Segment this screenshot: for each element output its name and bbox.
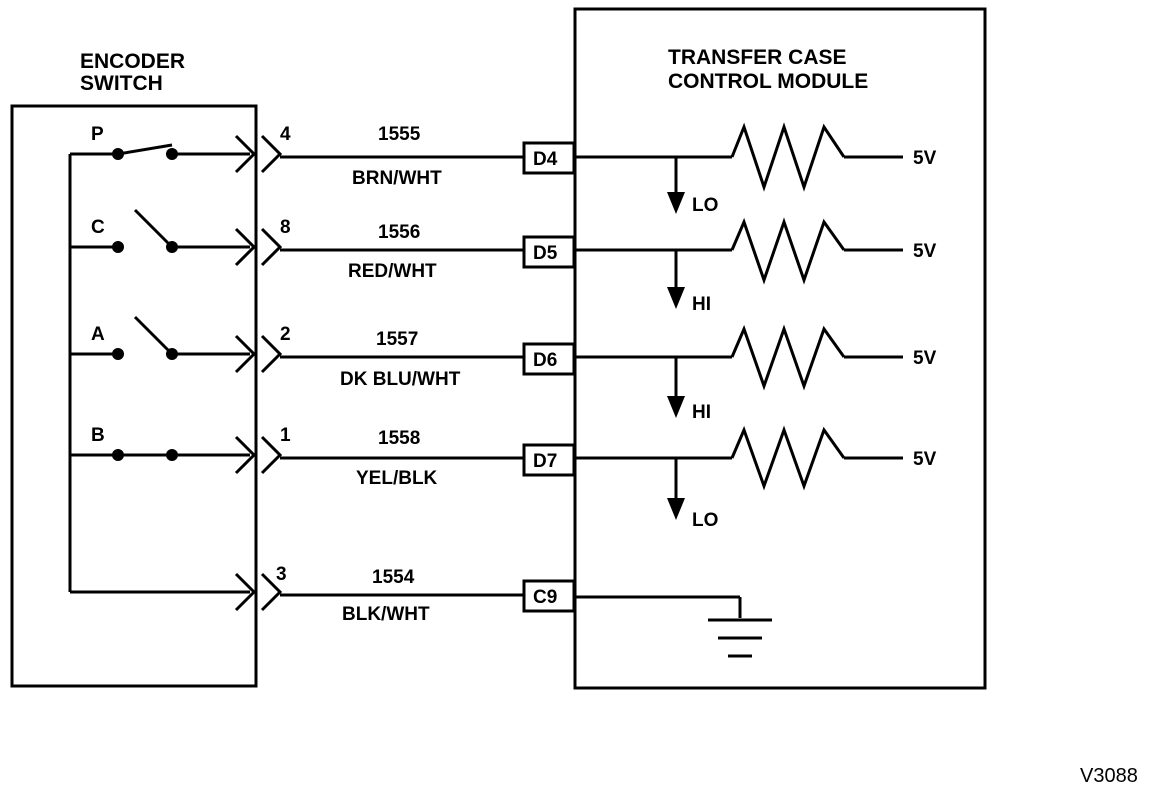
- supply-label: 5V: [913, 148, 937, 169]
- pin-number: 4: [280, 124, 291, 145]
- supply-label: 5V: [913, 348, 937, 369]
- state-label: HI: [692, 294, 711, 315]
- state-label: LO: [692, 510, 718, 531]
- pin-number: 3: [276, 564, 287, 585]
- terminal-d7: D7: [522, 443, 576, 477]
- pin-number: 2: [280, 324, 291, 345]
- svg-text:D5: D5: [533, 243, 558, 264]
- switch-label-b: B: [91, 425, 105, 446]
- svg-text:D4: D4: [533, 149, 558, 170]
- pullup-circuit-d7: [574, 425, 903, 520]
- circuit-number: 1554: [372, 567, 415, 588]
- pin-number: 1: [280, 425, 291, 446]
- terminal-c9: C9: [522, 579, 576, 613]
- supply-label: 5V: [913, 449, 937, 470]
- wire-color-label: DK BLU/WHT: [340, 369, 461, 390]
- wire-color-label: RED/WHT: [348, 261, 437, 282]
- svg-text:D7: D7: [533, 451, 557, 472]
- wire-color-label: YEL/BLK: [356, 468, 438, 489]
- svg-text:D6: D6: [533, 350, 557, 371]
- circuit-number: 1555: [378, 124, 421, 145]
- pullup-circuit-d6: [574, 324, 903, 418]
- encoder-switch-title-1: ENCODER: [80, 50, 185, 73]
- switch-p: P: [70, 124, 250, 160]
- switch-c: C: [70, 208, 250, 253]
- terminal-d5: D5: [522, 235, 576, 269]
- pin-number: 8: [280, 217, 291, 238]
- encoder-switch-title-2: SWITCH: [80, 72, 163, 95]
- connector-chevrons: [234, 134, 283, 612]
- switch-label-c: C: [91, 217, 105, 238]
- switch-label-p: P: [91, 124, 104, 145]
- figure-reference: V3088: [1080, 765, 1138, 787]
- state-label: HI: [692, 402, 711, 423]
- wire-color-label: BLK/WHT: [342, 604, 430, 625]
- switch-a: A: [70, 315, 250, 360]
- control-module-title-2: CONTROL MODULE: [668, 70, 868, 93]
- circuit-number: 1556: [378, 222, 420, 243]
- terminal-d4: D4: [522, 141, 576, 175]
- ground-icon: [574, 595, 772, 658]
- pullup-circuit-d4: [574, 122, 903, 214]
- encoder-switch-box: [10, 104, 258, 688]
- svg-text:C9: C9: [533, 587, 557, 608]
- state-label: LO: [692, 195, 718, 216]
- circuit-number: 1557: [376, 329, 418, 350]
- pullup-circuit-d5: [574, 217, 903, 309]
- supply-label: 5V: [913, 241, 937, 262]
- wire-color-label: BRN/WHT: [352, 168, 442, 189]
- circuit-number: 1558: [378, 428, 420, 449]
- harness-wires: [280, 155, 524, 597]
- switch-label-a: A: [91, 324, 105, 345]
- control-module-title-1: TRANSFER CASE: [668, 46, 847, 69]
- switch-b: B: [70, 425, 250, 461]
- terminal-d6: D6: [522, 342, 576, 376]
